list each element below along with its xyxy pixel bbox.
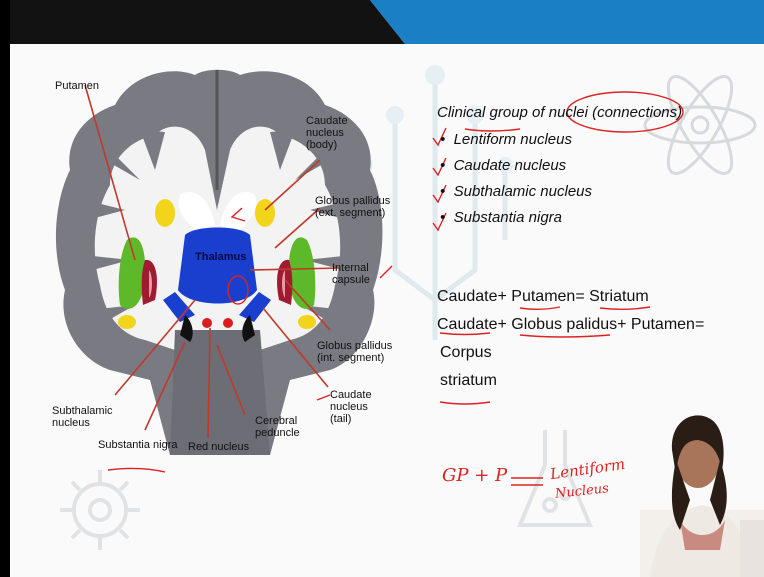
equation-striatum-word: striatum (440, 372, 497, 390)
equation-corpus-striatum: Caudate+ Globus palidus+ Putamen= (437, 316, 704, 334)
bullet-subthalamic: • Subthalamic nucleus (440, 183, 592, 200)
presenter-video (640, 400, 764, 577)
handwriting-equals (508, 472, 548, 492)
bullet-caudate: • Caudate nucleus (440, 157, 566, 174)
equation-striatum: Caudate+ Putamen= Striatum (437, 288, 649, 306)
handwriting-formula: GP + P (442, 465, 507, 486)
bullet-substantia-nigra: • Substantia nigra (440, 209, 562, 226)
equation-corpus: Corpus (440, 344, 492, 362)
clinical-group-heading: Clinical group of nuclei (connections) (437, 104, 682, 121)
bullet-lentiform: • Lentiform nucleus (440, 131, 572, 148)
